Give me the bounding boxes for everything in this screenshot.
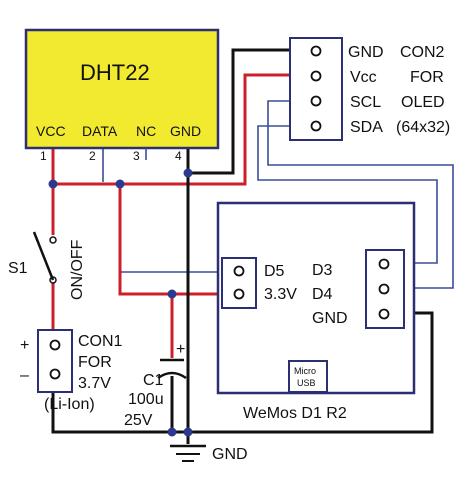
con1-label-for: FOR (78, 354, 112, 371)
capacitor-voltage: 25V (124, 412, 153, 429)
ground-label: GND (212, 446, 248, 463)
wemos-pin-gnd (378, 308, 390, 320)
junction-gnd-left (167, 427, 177, 437)
dht22-pin-nc: NC (136, 123, 156, 139)
con2-label-for: FOR (410, 69, 444, 86)
con2-label-size: (64x32) (396, 119, 450, 136)
capacitor-capacitance: 100u (128, 391, 164, 408)
dht22-pin-number-3: 3 (133, 149, 140, 163)
dht22-pin-gnd: GND (170, 123, 201, 139)
junction-cap-top (167, 289, 177, 299)
wire-gnd-oled (188, 48, 302, 175)
con2-label-gnd: GND (348, 44, 384, 61)
wemos-label-d5: D5 (264, 263, 285, 280)
wire-vcc-bus (53, 73, 302, 186)
wemos-label-d3: D3 (312, 262, 333, 279)
junctions (48, 168, 193, 437)
junction-gnd-right (183, 427, 193, 437)
wemos-usb-port (288, 360, 328, 393)
con1-minus-sign: – (20, 367, 29, 384)
ground-symbol: GND (170, 444, 248, 463)
con2-pin-vcc (310, 70, 322, 82)
con1-pin-minus (49, 368, 61, 380)
junction-vcc-left (48, 179, 58, 189)
wemos-d1-board: D5 3.3V D3 D4 GND Micro USB WeMos D1 R2 (216, 201, 416, 422)
con2-label-scl: SCL (350, 94, 381, 111)
wire-battery-minus (51, 390, 188, 434)
wemos-usb-label-top: Micro (294, 366, 316, 376)
capacitor-plate-bottom (157, 371, 187, 380)
con2-label-sda: SDA (350, 119, 383, 136)
switch-top-contact (49, 236, 57, 244)
wire-vcc-to-3v3 (118, 184, 222, 296)
con2-label-oled: OLED (401, 94, 445, 111)
dht22-pin-data: DATA (82, 123, 118, 139)
con2-oled-connector: GND Vcc SCL SDA CON2 FOR OLED (64x32) (289, 37, 450, 141)
con2-pin-gnd (310, 45, 322, 57)
switch-name: S1 (8, 260, 28, 277)
con1-plus-sign: + (20, 337, 29, 354)
switch-s1: S1 ON/OFF (8, 231, 86, 300)
con1-battery-connector: + – CON1 FOR 3.7V (Li-Ion) (20, 329, 123, 413)
wemos-left-header (221, 257, 257, 309)
wire-sda (257, 125, 438, 264)
switch-lever (32, 231, 55, 281)
con2-pin-sda (310, 120, 322, 132)
junction-vcc-data (115, 179, 125, 189)
dht22-pin-number-1: 1 (40, 149, 47, 163)
capacitor-name: C1 (143, 372, 164, 389)
wemos-pin-3v3 (233, 288, 245, 300)
wemos-label-d4: D4 (312, 286, 333, 303)
dht22-pin-vcc: VCC (36, 123, 66, 139)
dht22-pin-number-4: 4 (175, 149, 182, 163)
wemos-usb-label-bottom: USB (297, 378, 316, 388)
junction-gnd-top (183, 168, 193, 178)
con1-label-voltage: 3.7V (78, 375, 111, 392)
con1-name: CON1 (78, 333, 123, 350)
con1-label-type: (Li-Ion) (44, 396, 95, 413)
con2-name: CON2 (400, 44, 445, 61)
dht22-title: DHT22 (80, 60, 150, 85)
dht22-body (24, 28, 220, 150)
wemos-label-gnd: GND (312, 310, 348, 327)
con2-label-vcc: Vcc (350, 69, 377, 86)
switch-label: ON/OFF (69, 239, 86, 300)
con2-pin-scl (310, 95, 322, 107)
wemos-pin-d3 (378, 258, 390, 270)
con1-pin-plus (49, 339, 61, 351)
wemos-pin-d5 (233, 265, 245, 277)
dht22-pin-number-2: 2 (89, 149, 96, 163)
capacitor-c1: + C1 100u 25V (124, 341, 187, 429)
wemos-pin-d4 (378, 283, 390, 295)
capacitor-plus-sign: + (176, 341, 185, 358)
dht22-sensor: DHT22 VCC DATA NC GND 1 2 3 4 (24, 28, 220, 163)
wire-scl (267, 100, 454, 289)
wemos-name: WeMos D1 R2 (243, 405, 347, 422)
con1-body (37, 329, 73, 393)
wemos-label-3v3: 3.3V (264, 286, 297, 303)
